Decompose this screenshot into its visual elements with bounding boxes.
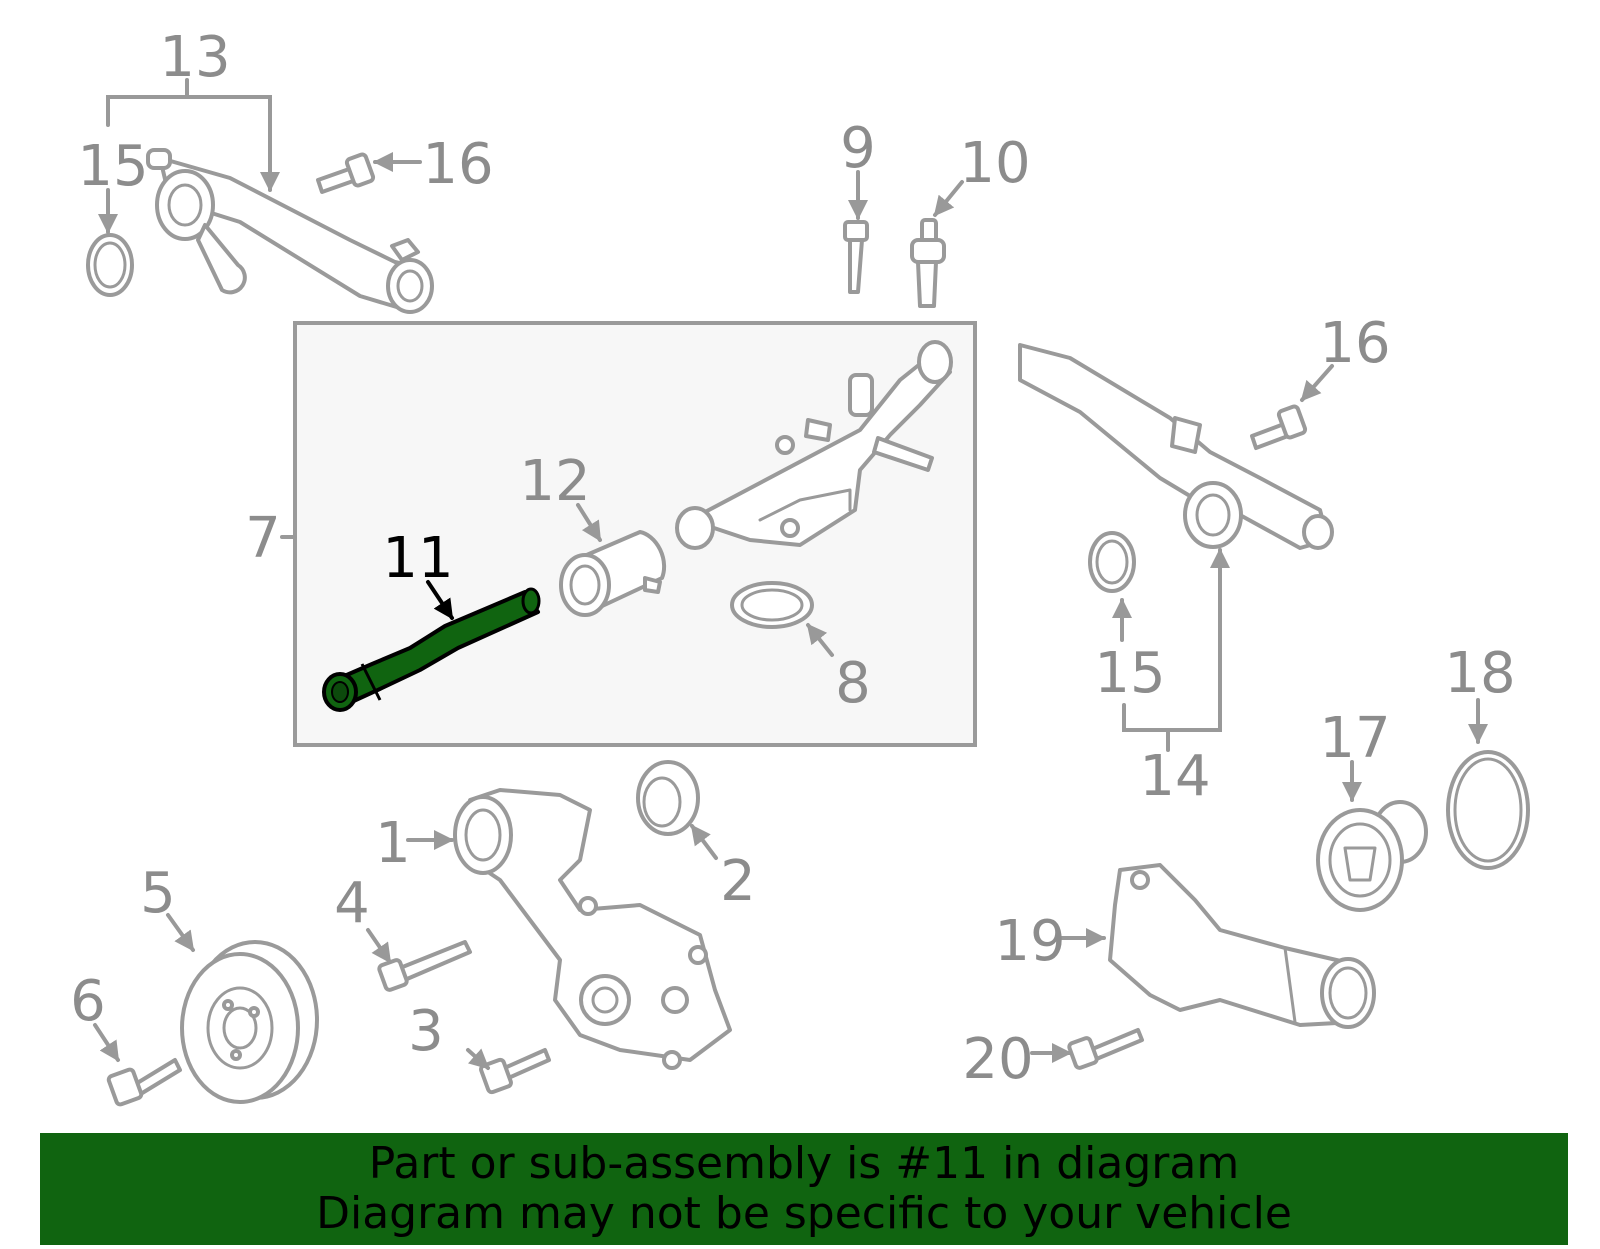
callout-4: 4 bbox=[334, 871, 370, 936]
callout-13: 13 bbox=[159, 25, 230, 90]
callout-3: 3 bbox=[408, 999, 444, 1064]
part-15-oring-left[interactable] bbox=[86, 233, 134, 297]
part-9-bolt[interactable] bbox=[843, 220, 869, 294]
callout-20: 20 bbox=[962, 1027, 1033, 1092]
leader-5 bbox=[166, 913, 195, 952]
info-banner: Part or sub-assembly is #11 in diagram D… bbox=[40, 1133, 1568, 1245]
callout-15-left: 15 bbox=[77, 134, 148, 199]
part-2-seal[interactable] bbox=[636, 760, 700, 836]
part-6-bolt[interactable] bbox=[106, 1058, 182, 1107]
part-10-stud[interactable] bbox=[910, 218, 946, 308]
part-7-outlet-housing[interactable] bbox=[675, 340, 953, 550]
callout-10: 10 bbox=[959, 131, 1030, 196]
callout-15-right: 15 bbox=[1094, 641, 1165, 706]
leader-2 bbox=[690, 824, 718, 860]
part-14-pipe[interactable] bbox=[1018, 343, 1334, 550]
part-15-oring-right[interactable] bbox=[1088, 531, 1136, 593]
part-17-thermostat[interactable] bbox=[1316, 800, 1428, 912]
part-16-bolt-right[interactable] bbox=[1250, 404, 1308, 450]
callout-6: 6 bbox=[70, 969, 106, 1034]
part-1-water-pump[interactable] bbox=[453, 788, 732, 1070]
part-13-pipe[interactable] bbox=[146, 148, 434, 314]
callout-18: 18 bbox=[1444, 641, 1515, 706]
banner-line-1: Part or sub-assembly is #11 in diagram bbox=[368, 1138, 1240, 1189]
leader-4 bbox=[366, 928, 392, 964]
callout-17: 17 bbox=[1319, 706, 1390, 771]
banner-line-2: Diagram may not be specific to your vehi… bbox=[316, 1188, 1292, 1239]
part-12-sleeve[interactable] bbox=[559, 530, 667, 617]
callout-7: 7 bbox=[245, 506, 281, 571]
leader-14 bbox=[1122, 548, 1230, 732]
part-18-oring[interactable] bbox=[1446, 750, 1530, 870]
callout-1: 1 bbox=[375, 811, 411, 876]
leader-6 bbox=[93, 1023, 120, 1062]
part-16-bolt-top[interactable] bbox=[316, 152, 376, 194]
leader-16-right bbox=[1300, 364, 1334, 402]
callout-16-right: 16 bbox=[1319, 311, 1390, 376]
callout-5: 5 bbox=[140, 861, 176, 926]
callout-14: 14 bbox=[1139, 744, 1210, 809]
callout-9: 9 bbox=[840, 116, 876, 181]
callout-11: 11 bbox=[382, 526, 453, 591]
callout-12: 12 bbox=[519, 449, 590, 514]
part-20-bolt[interactable] bbox=[1067, 1028, 1144, 1070]
leader-3 bbox=[466, 1048, 490, 1070]
part-5-pulley[interactable] bbox=[180, 940, 319, 1104]
callout-2: 2 bbox=[720, 849, 756, 914]
leader-12 bbox=[576, 503, 602, 542]
leader-8 bbox=[806, 623, 834, 657]
callout-19: 19 bbox=[994, 909, 1065, 974]
leader-11 bbox=[426, 580, 454, 620]
callout-8: 8 bbox=[835, 651, 871, 716]
part-19-inlet-housing[interactable] bbox=[1108, 863, 1376, 1029]
leader-10 bbox=[933, 180, 964, 217]
part-4-bolt[interactable] bbox=[377, 940, 472, 992]
part-8-gasket[interactable] bbox=[730, 581, 814, 629]
part-11-tube-highlighted[interactable] bbox=[322, 587, 541, 712]
part-3-bolt[interactable] bbox=[479, 1048, 551, 1095]
callout-16-top: 16 bbox=[422, 132, 493, 197]
